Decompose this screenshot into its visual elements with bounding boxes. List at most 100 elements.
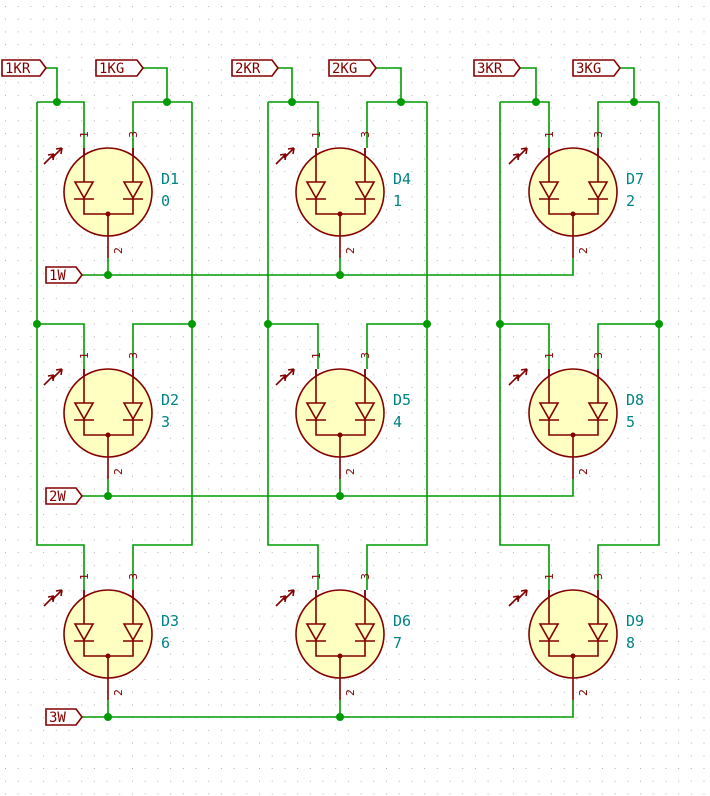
label-row3: 3W — [45, 708, 83, 726]
junction-dot — [423, 320, 431, 328]
junction-dot — [496, 320, 504, 328]
light-emission-arrows-icon — [43, 147, 63, 165]
label-row1: 1W — [45, 266, 83, 284]
pin-number: 3 — [359, 573, 372, 580]
led-value: 7 — [393, 634, 402, 652]
led-value: 8 — [626, 634, 635, 652]
label-text: 2KR — [235, 61, 261, 77]
led-reference: D4 — [393, 170, 411, 188]
led-reference: D9 — [626, 612, 644, 630]
junction-dot — [336, 492, 344, 500]
red-diode-icon — [538, 623, 560, 642]
green-diode-icon — [354, 181, 376, 200]
pin-number: 2 — [344, 689, 357, 696]
column-2-wiring — [267, 67, 428, 590]
led-reference: D6 — [393, 612, 411, 630]
pin-number: 3 — [127, 573, 140, 580]
pin-number: 1 — [78, 573, 91, 580]
led-reference: D5 — [393, 391, 411, 409]
led-value: 1 — [393, 192, 402, 210]
led-value: 2 — [626, 192, 635, 210]
led-value: 0 — [161, 192, 170, 210]
green-diode-icon — [354, 623, 376, 642]
pin-number: 3 — [127, 352, 140, 359]
label-col3-red: 3KR — [473, 59, 521, 77]
label-text: 1W — [49, 268, 66, 284]
green-diode-icon — [122, 623, 144, 642]
light-emission-arrows-icon — [508, 589, 528, 607]
pin-number: 1 — [543, 352, 556, 359]
pin-number: 2 — [577, 468, 590, 475]
red-diode-icon — [538, 181, 560, 200]
pin-number: 3 — [592, 131, 605, 138]
junction-dot — [532, 98, 540, 106]
pin-number: 3 — [592, 573, 605, 580]
pin-number: 1 — [543, 131, 556, 138]
pin-number: 1 — [310, 352, 323, 359]
junction-dot — [655, 320, 663, 328]
label-text: 3W — [49, 710, 66, 726]
pin-number: 1 — [310, 131, 323, 138]
label-col1-red: 1KR — [1, 59, 47, 77]
junction-dot — [336, 271, 344, 279]
column-1-wiring — [36, 67, 193, 590]
pin-number: 3 — [127, 131, 140, 138]
junction-dot — [163, 98, 171, 106]
rgb-led-symbol: 1 3 2 D8 5 — [508, 352, 644, 479]
red-diode-icon — [73, 623, 95, 642]
pin-number: 1 — [543, 573, 556, 580]
rgb-led-symbol: 1 3 2 D6 7 — [275, 573, 411, 700]
light-emission-arrows-icon — [508, 368, 528, 386]
green-diode-icon — [122, 402, 144, 421]
column-3-wiring — [499, 67, 660, 590]
label-text: 2W — [49, 489, 66, 505]
rgb-led-symbol: 1 3 2 D5 4 — [275, 352, 411, 479]
junction-dot — [630, 98, 638, 106]
rgb-led-symbol: 1 3 2 D4 1 — [275, 131, 411, 258]
pin-number: 2 — [344, 247, 357, 254]
led-reference: D8 — [626, 391, 644, 409]
label-text: 2KG — [332, 61, 357, 77]
led-value: 3 — [161, 413, 170, 431]
pin-number: 1 — [310, 573, 323, 580]
red-diode-icon — [305, 181, 327, 200]
label-col2-red: 2KR — [231, 59, 279, 77]
led-reference: D3 — [161, 612, 179, 630]
junction-dot — [188, 320, 196, 328]
light-emission-arrows-icon — [508, 147, 528, 165]
pin-number: 2 — [577, 689, 590, 696]
pin-number: 3 — [359, 352, 372, 359]
red-diode-icon — [73, 402, 95, 421]
label-text: 3KG — [576, 61, 601, 77]
led-value: 4 — [393, 413, 402, 431]
label-text: 3KR — [477, 61, 503, 77]
red-diode-icon — [538, 402, 560, 421]
junction-dot — [264, 320, 272, 328]
junction-dot — [336, 713, 344, 721]
label-col2-green: 2KG — [328, 59, 377, 77]
rgb-led-symbol: 1 3 2 D9 8 — [508, 573, 644, 700]
pin-number: 2 — [112, 247, 125, 254]
junction-dot — [288, 98, 296, 106]
red-diode-icon — [305, 402, 327, 421]
green-diode-icon — [587, 402, 609, 421]
pin-number: 2 — [577, 247, 590, 254]
pin-number: 3 — [592, 352, 605, 359]
label-col1-green: 1KG — [95, 59, 144, 77]
green-diode-icon — [587, 181, 609, 200]
led-reference: D1 — [161, 170, 179, 188]
light-emission-arrows-icon — [43, 589, 63, 607]
light-emission-arrows-icon — [275, 589, 295, 607]
junction-dot — [397, 98, 405, 106]
pin-number: 2 — [344, 468, 357, 475]
led-reference: D7 — [626, 170, 644, 188]
junction-dot — [53, 98, 61, 106]
label-row2: 2W — [45, 487, 83, 505]
pin-number: 3 — [359, 131, 372, 138]
pin-number: 2 — [112, 468, 125, 475]
light-emission-arrows-icon — [275, 368, 295, 386]
red-diode-icon — [73, 181, 95, 200]
led-value: 5 — [626, 413, 635, 431]
